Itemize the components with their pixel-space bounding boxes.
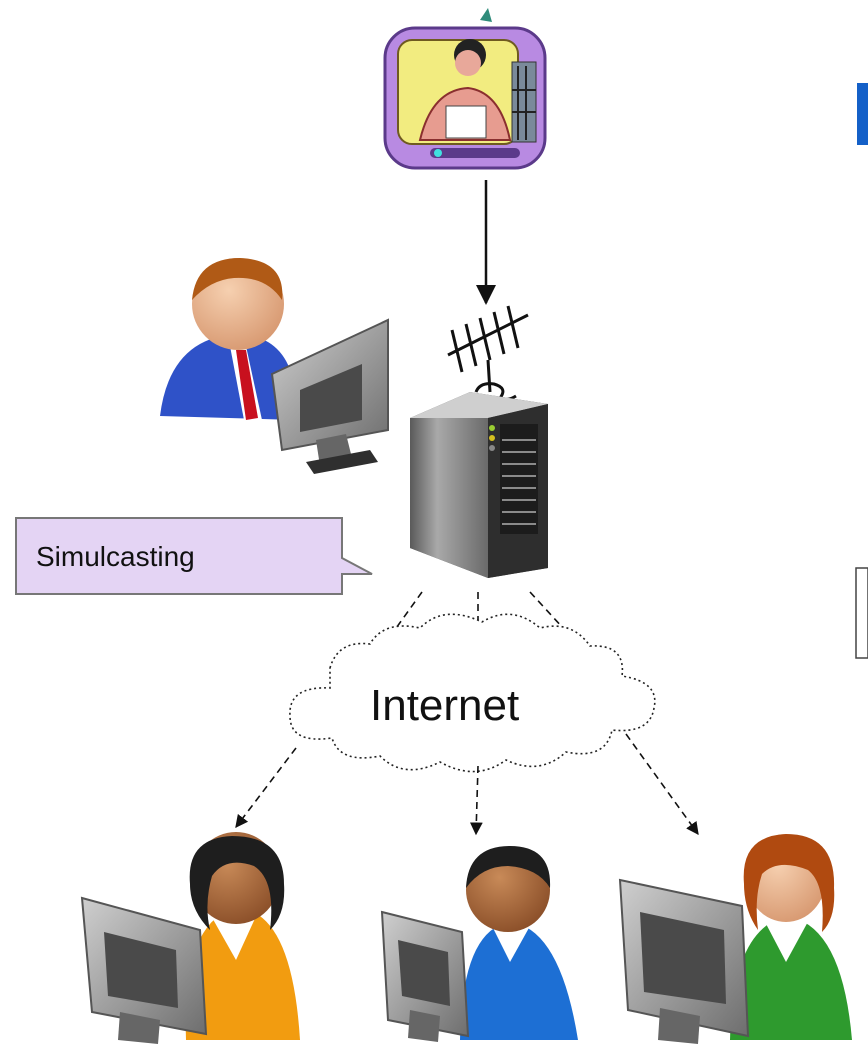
operator-user-at-computer-icon [160, 258, 389, 474]
slide-corner-frame [855, 567, 868, 659]
viewer-1-user-at-computer-icon [80, 832, 300, 1044]
viewer-3-user-at-computer-icon [618, 834, 852, 1044]
internet-to-viewers-links [235, 733, 699, 836]
cloud-label: Internet [370, 681, 519, 730]
simulcasting-callout: Simulcasting [15, 517, 373, 595]
slide-title-bar [857, 83, 868, 145]
server-tower-icon [410, 392, 548, 578]
television-news-icon [383, 8, 547, 170]
viewer-2-user-at-computer-icon [380, 846, 578, 1042]
internet-cloud: Internet [289, 613, 656, 773]
callout-label: Simulcasting [36, 541, 195, 572]
antenna-icon [447, 305, 529, 402]
